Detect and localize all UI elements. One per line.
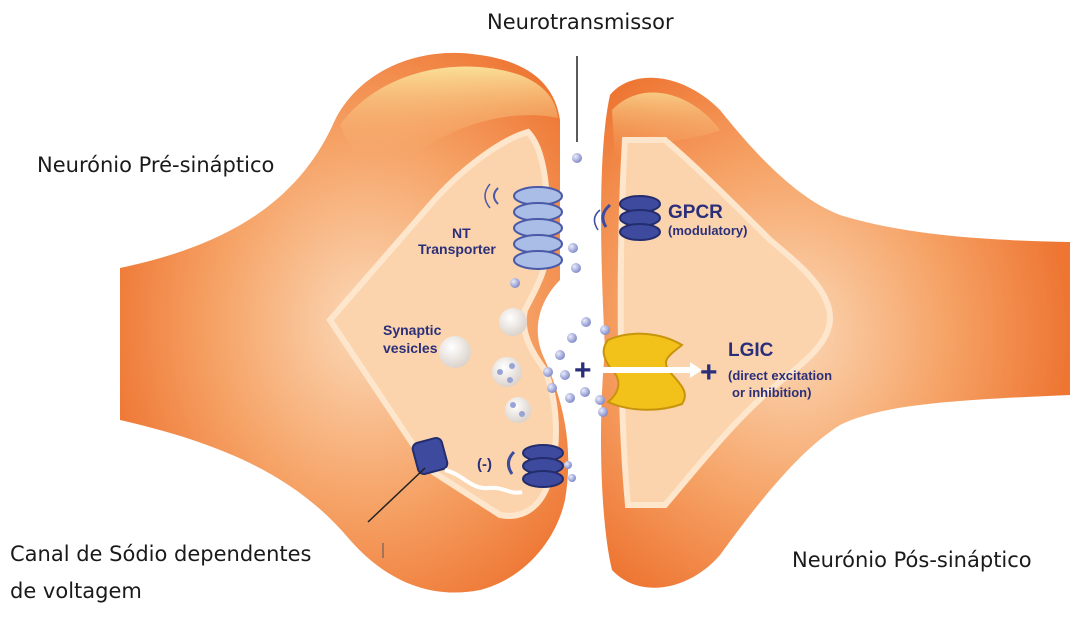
sodium-channel-caption-line2: de voltagem [10,579,142,603]
sodium-channel-caption-line1: Canal de Sódio dependentes [10,542,311,566]
postsynaptic-caption: Neurónio Pós-sináptico [792,548,1032,572]
gpcr-sublabel: (modulatory) [668,223,747,238]
synaptic-label-line2: vesicles [383,340,438,356]
lgic-sublabel-line2: or inhibition) [732,385,811,400]
lgic-label: LGIC [728,340,774,361]
neurotransmitter-caption: Neurotransmissor [487,10,674,34]
presynaptic-caption: Neurónio Pré-sináptico [37,153,274,177]
nt-label-line1: NT [452,225,471,241]
postsynaptic-neuron [601,78,1070,588]
synaptic-label-line1: Synaptic [383,322,442,338]
plus-right-symbol: + [700,356,718,389]
nt-label-line2: Transporter [418,241,496,257]
gpcr-label: GPCR [668,202,723,223]
plus-left-symbol: + [574,354,592,387]
minus-symbol: (-) [477,456,492,473]
lgic-sublabel-line1: (direct excitation [728,368,832,383]
